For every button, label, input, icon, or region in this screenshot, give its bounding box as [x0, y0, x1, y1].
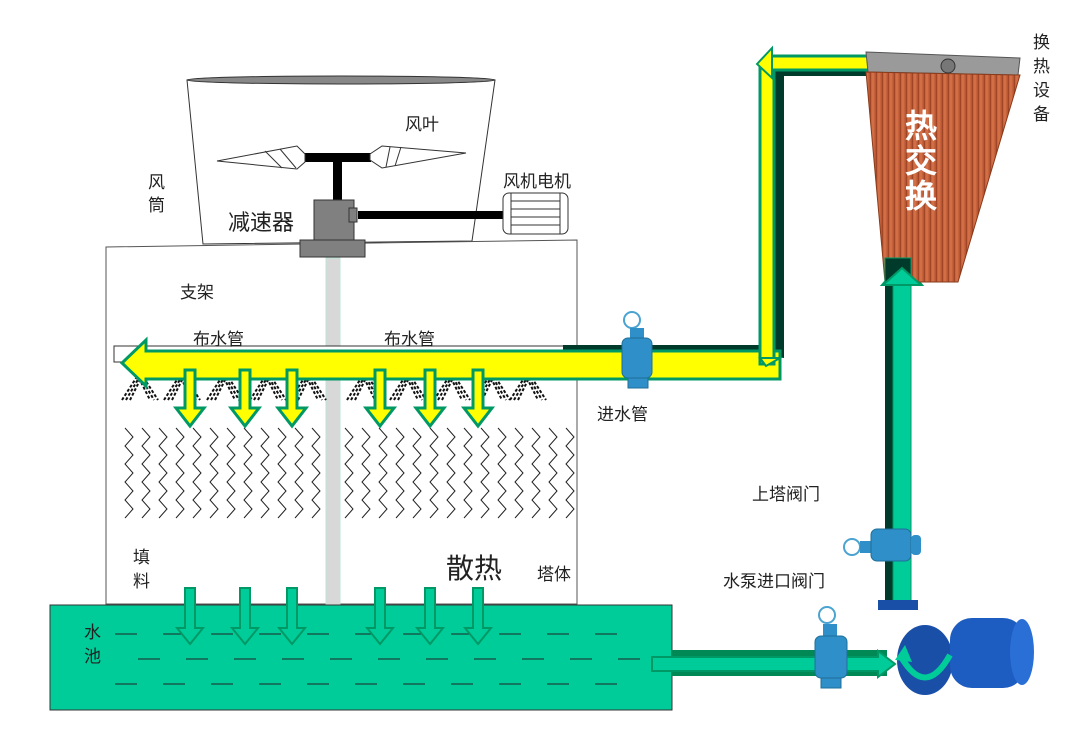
fill-zigzag: [361, 427, 371, 519]
label-water-pool-2: 池: [84, 647, 101, 667]
down-arrow: [276, 587, 308, 646]
reducer: [299, 199, 366, 258]
fill-zigzag: [514, 427, 524, 519]
label-fan-motor: 风机电机: [503, 172, 571, 192]
spray-mark: [249, 370, 287, 401]
down-arrow: [174, 587, 206, 646]
down-arrow: [460, 368, 496, 429]
fill-zigzag: [429, 427, 439, 519]
fan-assembly: [216, 145, 467, 200]
label-heat-equipment-1: 换: [1033, 33, 1050, 53]
fill-media: [124, 427, 575, 519]
label-heat-equipment-3: 设: [1033, 81, 1050, 101]
motor-shaft: [358, 211, 504, 219]
support-column: [325, 257, 341, 607]
down-arrow: [462, 587, 494, 646]
label-distribution-pipe-left: 布水管: [193, 330, 244, 350]
label-pump-inlet-valve: 水泵进口阀门: [723, 572, 825, 592]
water-pump: [878, 600, 1034, 695]
falling-water-arrows: [174, 587, 494, 646]
label-water-pool-1: 水: [84, 623, 101, 643]
fill-zigzag: [124, 427, 134, 519]
label-fan-blade: 风叶: [405, 115, 439, 135]
inlet-valve: [621, 311, 653, 389]
down-arrow: [364, 587, 396, 646]
fill-zigzag: [209, 427, 219, 519]
fill-zigzag: [175, 427, 185, 519]
fill-zigzag: [311, 427, 321, 519]
fill-zigzag: [446, 427, 456, 519]
fan-blade-right: [369, 145, 467, 169]
fill-zigzag: [344, 427, 354, 519]
fill-zigzag: [158, 427, 168, 519]
label-fill-2: 料: [133, 572, 150, 592]
label-heat-dissipation: 散热: [446, 552, 502, 585]
spray-mark: [509, 370, 547, 401]
pump-inlet-pipe: [651, 648, 897, 680]
fill-zigzag: [531, 427, 541, 519]
label-heat-equipment-4: 备: [1033, 105, 1050, 125]
fill-zigzag: [277, 427, 287, 519]
fill-zigzag: [463, 427, 473, 519]
down-arrow: [227, 368, 263, 429]
tower-valve: [843, 528, 921, 562]
label-tower-valve: 上塔阀门: [752, 485, 820, 505]
down-arrow: [362, 368, 398, 429]
pump-inlet-valve: [814, 606, 848, 689]
fill-zigzag: [565, 427, 575, 519]
fan-blade-left: [216, 145, 306, 170]
spray-mark: [121, 370, 159, 401]
fill-zigzag: [497, 427, 507, 519]
heat-exchanger: [865, 51, 1021, 283]
label-heat-equipment-2: 热: [1033, 57, 1050, 77]
fill-zigzag: [480, 427, 490, 519]
spray-mark: [389, 370, 427, 401]
spray-mark: [206, 370, 244, 401]
down-arrow: [414, 587, 446, 646]
label-fan-cylinder-1: 风: [148, 173, 165, 193]
water-surface-lines: [115, 633, 640, 685]
fill-zigzag: [226, 427, 236, 519]
fill-zigzag: [378, 427, 388, 519]
tower-body: [105, 239, 578, 605]
label-distribution-pipe-right: 布水管: [384, 330, 435, 350]
down-arrow: [172, 368, 208, 429]
label-inlet-pipe: 进水管: [597, 405, 648, 425]
label-heat-exchange-2: 交: [905, 142, 937, 180]
label-heat-exchange-1: 热: [905, 107, 937, 145]
water-pool: [49, 604, 673, 711]
fill-zigzag: [395, 427, 405, 519]
fill-zigzag: [141, 427, 151, 519]
fill-zigzag: [243, 427, 253, 519]
label-fill-1: 填: [133, 548, 150, 568]
label-tower-body: 塔体: [537, 565, 571, 585]
down-arrow: [274, 368, 310, 429]
spray-down-arrows: [172, 368, 496, 429]
spray-mark: [433, 370, 471, 401]
label-reducer: 减速器: [228, 211, 294, 236]
fill-zigzag: [260, 427, 270, 519]
label-heat-exchange-3: 换: [905, 177, 937, 215]
label-support: 支架: [180, 283, 214, 303]
fill-zigzag: [412, 427, 422, 519]
down-arrow: [412, 368, 448, 429]
fill-zigzag: [192, 427, 202, 519]
fill-zigzag: [294, 427, 304, 519]
down-arrow: [229, 587, 261, 646]
label-fan-cylinder-2: 筒: [148, 196, 165, 216]
fill-zigzag: [548, 427, 558, 519]
fan-motor: [502, 192, 569, 235]
riser-arrow-head: [880, 266, 924, 286]
